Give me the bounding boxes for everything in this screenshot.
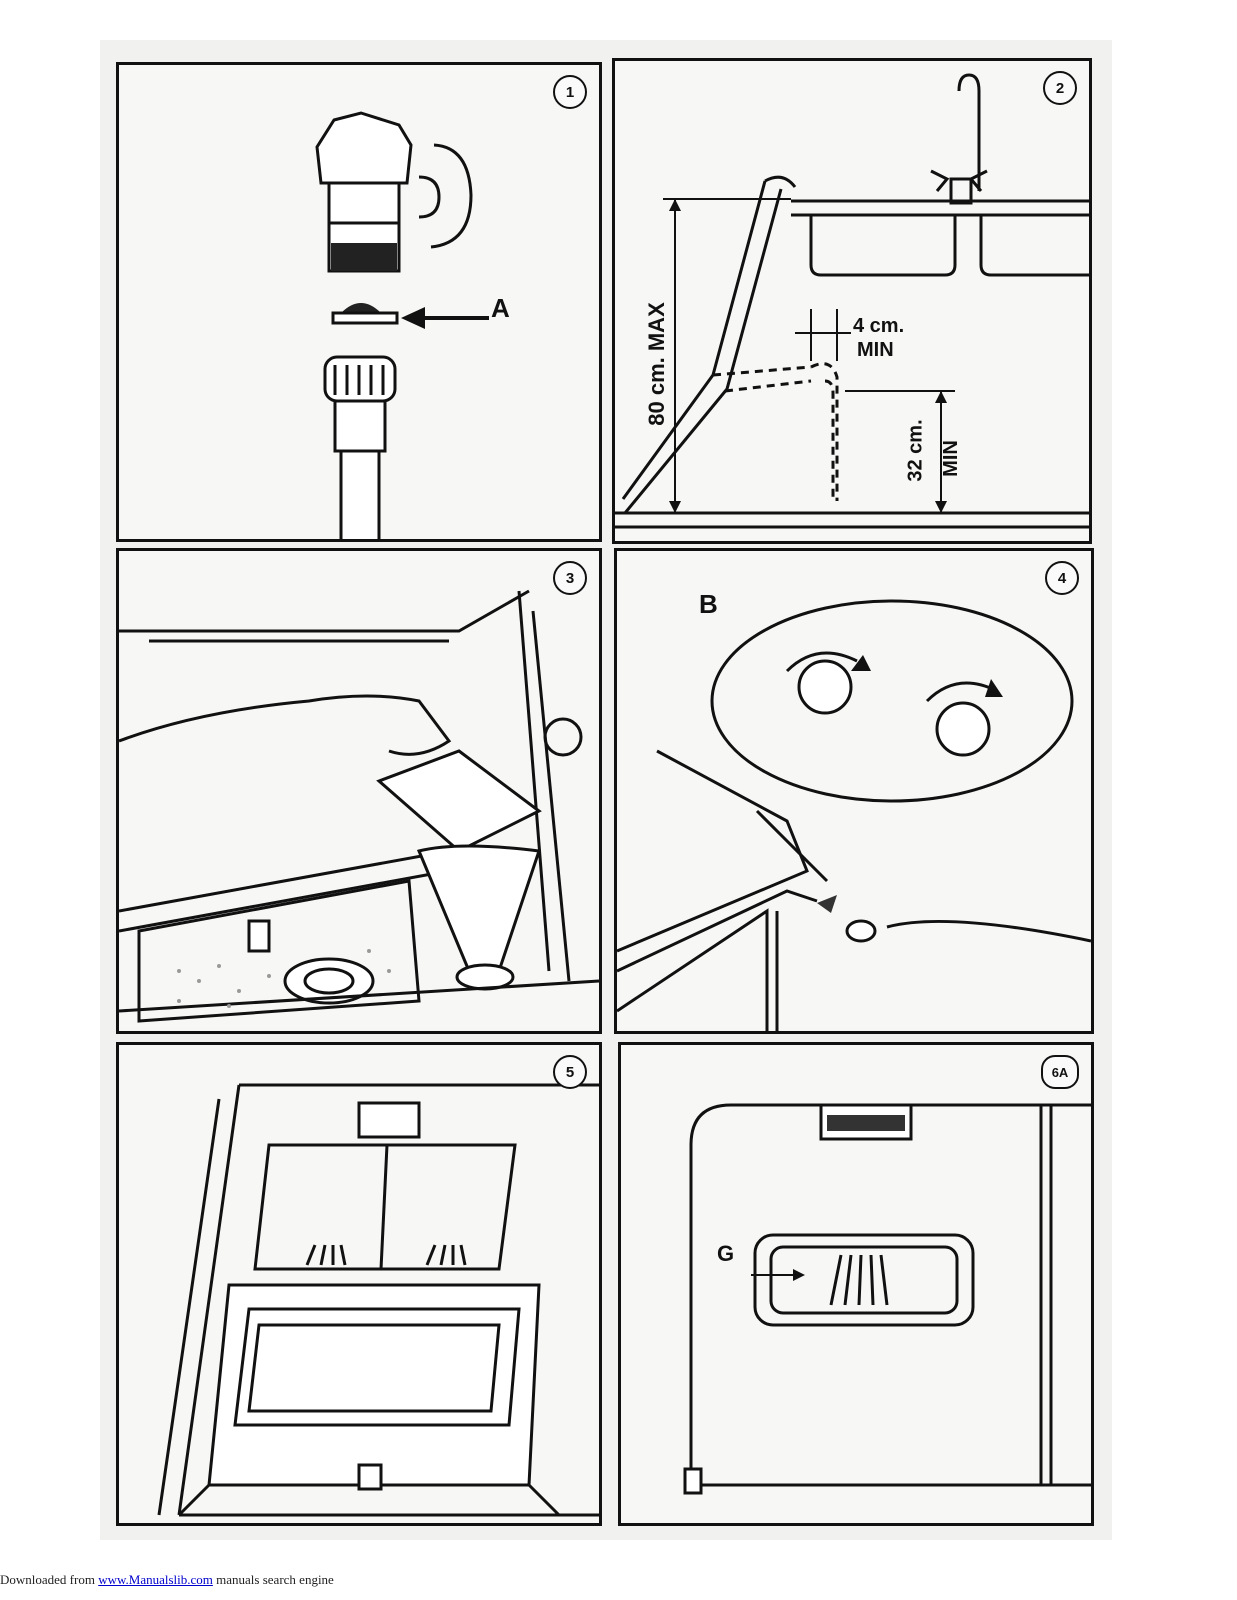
figure-number: 1 [553,75,587,109]
manualslib-link[interactable]: www.Manualslib.com [98,1572,213,1587]
figure-number: 3 [553,561,587,595]
label-4cm-min: MIN [857,339,894,361]
manual-page: 1 A [100,40,1112,1540]
figure-3-salt-filling: 3 [116,548,602,1034]
figure-number: 4 [1045,561,1079,595]
rinse-aid-drawing [683,1103,1091,1495]
label-32cm-min: MIN [939,440,962,477]
tap-connector-drawing [315,111,489,539]
label-a: A [491,293,510,323]
softener-dial-drawing [617,599,1091,1031]
label-g: G [717,1241,735,1266]
download-footer: Downloaded from www.Manualslib.com manua… [0,1572,334,1588]
figure-number: 6A [1041,1055,1079,1089]
footer-prefix: Downloaded from [0,1572,99,1587]
salt-filling-drawing [119,589,599,1023]
figure-6a-rinse-aid: 6A G [618,1042,1094,1526]
figure-2-drain-hose-height: 2 80 cm. MAX 4 cm. MIN 32 cm. MIN [612,58,1092,544]
label-80cm-max: 80 cm. MAX [643,302,669,426]
figure-number: 5 [553,1055,587,1089]
label-b: B [699,589,718,619]
detergent-dispenser-drawing [157,1083,599,1517]
footer-suffix: manuals search engine [212,1572,334,1587]
label-32cm: 32 cm. [904,419,927,482]
figure-5-detergent-dispenser: 5 [116,1042,602,1526]
label-4cm: 4 cm. [853,315,905,337]
figure-number: 2 [1043,71,1077,105]
figure-4-softener-dial: 4 B [614,548,1094,1034]
drain-hose-drawing [615,73,1089,529]
figure-1-tap-connector: 1 A [116,62,602,542]
